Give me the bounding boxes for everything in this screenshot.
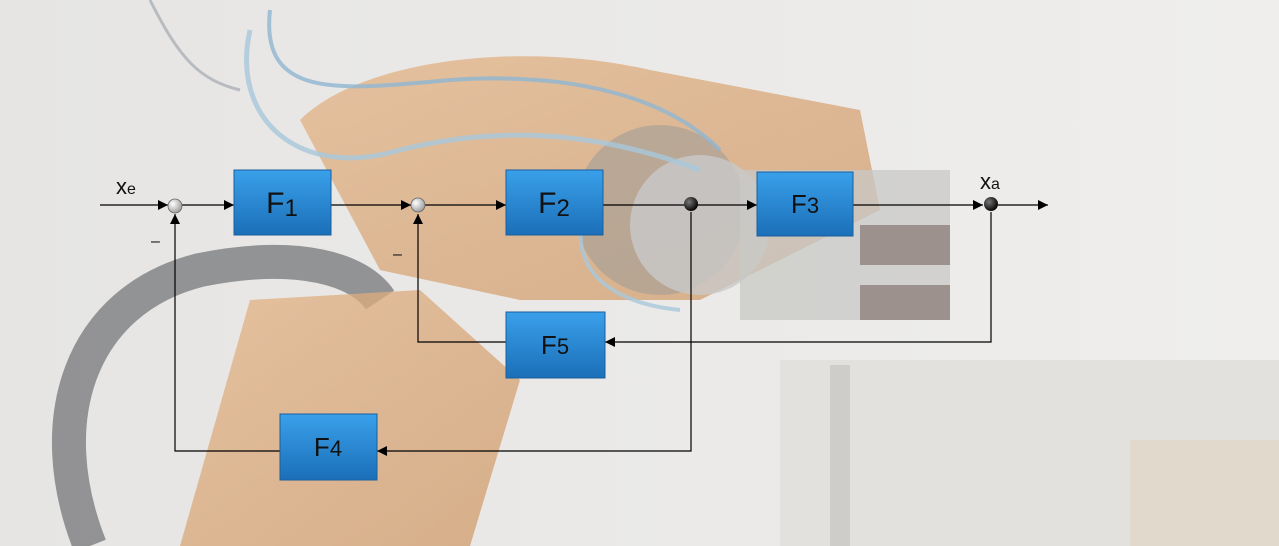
svg-text:F4: F4 xyxy=(314,432,342,462)
input-signal-letter: x xyxy=(116,174,127,199)
input-signal-subscript: e xyxy=(127,181,136,198)
minus-sign-2: – xyxy=(393,246,402,263)
block-f2-letter: F xyxy=(538,187,556,220)
feedback-f4-out-arrow xyxy=(170,214,280,452)
block-f5-subscript: 5 xyxy=(557,334,569,359)
branch-node-1 xyxy=(684,197,698,211)
svg-text:F3: F3 xyxy=(791,189,819,219)
feedback-f5-in-arrow xyxy=(605,212,992,347)
block-f4-subscript: 4 xyxy=(330,436,342,461)
block-f2: F2 xyxy=(505,169,604,236)
block-f4-letter: F xyxy=(314,432,330,462)
block-f5: F5 xyxy=(505,311,606,379)
svg-text:F5: F5 xyxy=(541,330,569,360)
summing-junction-2 xyxy=(410,197,426,213)
svg-text:F2: F2 xyxy=(538,187,570,222)
output-signal-letter: x xyxy=(980,169,991,194)
block-f2-subscript: 2 xyxy=(556,195,569,222)
block-f1-letter: F xyxy=(266,187,284,220)
block-f1: F1 xyxy=(233,169,332,236)
svg-text:F1: F1 xyxy=(266,187,298,222)
block-f3-letter: F xyxy=(791,189,807,219)
branch-node-2 xyxy=(984,197,998,211)
minus-sign-1: – xyxy=(151,233,160,250)
output-signal-subscript: a xyxy=(991,176,1000,193)
output-signal-label: xa xyxy=(980,169,1000,194)
block-f1-subscript: 1 xyxy=(284,195,297,222)
block-f3-subscript: 3 xyxy=(807,193,819,218)
summing-junction-1 xyxy=(167,198,183,214)
block-f3: F3 xyxy=(756,171,854,237)
block-f4: F4 xyxy=(279,413,378,481)
input-signal-label: xe xyxy=(116,174,136,199)
feedback-f4-in-arrow xyxy=(377,212,692,456)
feedback-f5-out-arrow xyxy=(413,214,506,343)
block-f5-letter: F xyxy=(541,330,557,360)
